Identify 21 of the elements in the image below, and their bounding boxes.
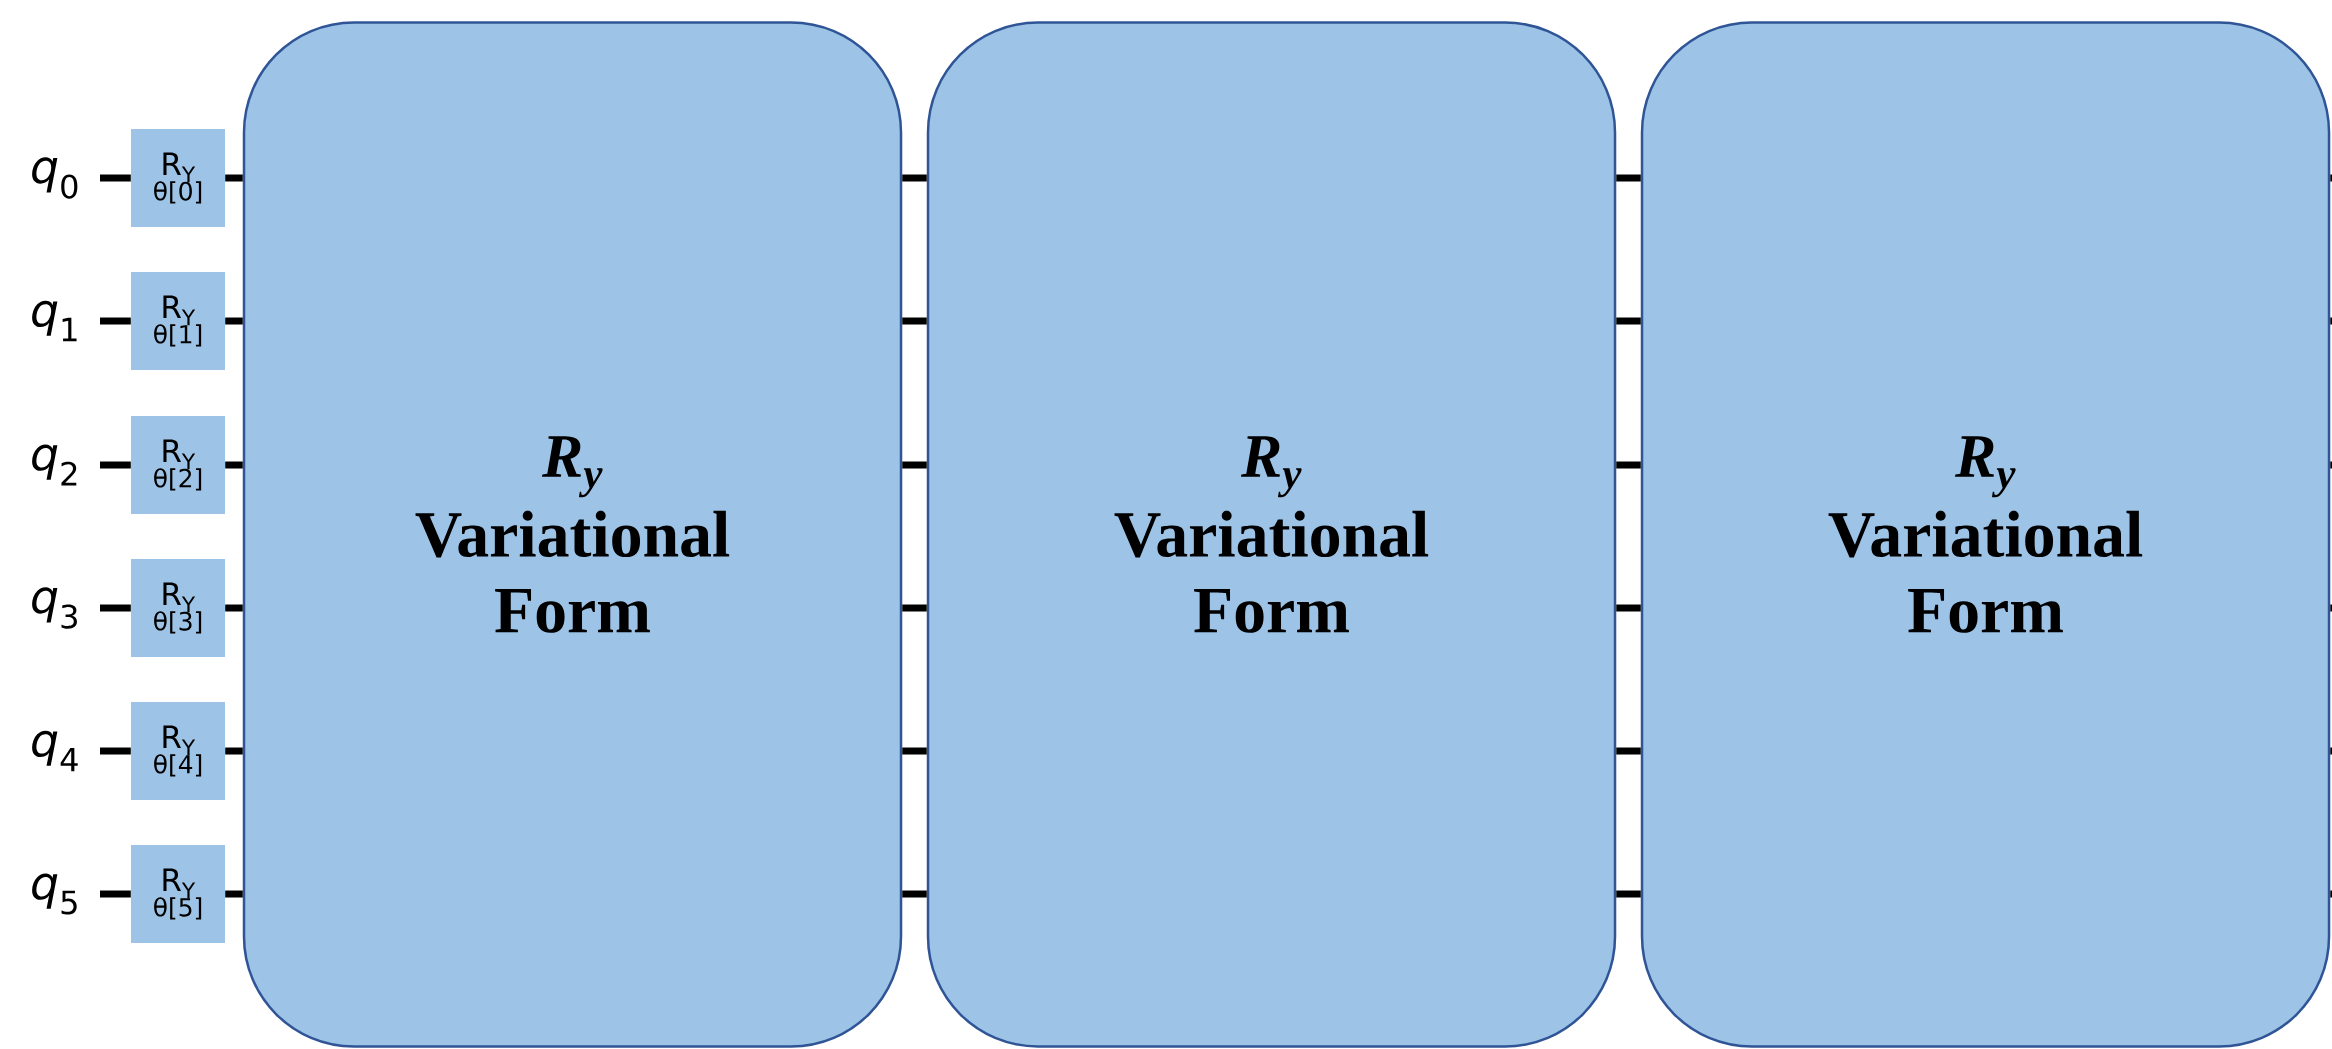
qubit-label: q$_{3}$ bbox=[32, 587, 77, 629]
gate-box: R$_{Y}$ θ[2] bbox=[131, 416, 225, 514]
qubit-label: q$_{0}$ bbox=[32, 157, 78, 199]
qubit-label: q$_{5}$ bbox=[32, 873, 77, 915]
qubit-label: q$_{1}$ bbox=[32, 300, 77, 342]
qubit-wire bbox=[2330, 604, 2332, 612]
qubit-wire bbox=[2330, 317, 2332, 325]
qubit-wire bbox=[2330, 174, 2332, 182]
qubit-wire bbox=[2330, 747, 2332, 755]
gate-box: R$_{Y}$ θ[1] bbox=[131, 272, 225, 370]
qubit-label: q$_{2}$ bbox=[32, 444, 77, 486]
gate-box: R$_{Y}$ θ[3] bbox=[131, 559, 225, 657]
variational-form-block: R$_{y}$ Variational Form bbox=[242, 21, 903, 1048]
variational-form-block: R$_{y}$ Variational Form bbox=[926, 21, 1617, 1048]
qubit-wire bbox=[2330, 890, 2332, 898]
gate-box: R$_{Y}$ θ[0] bbox=[131, 129, 225, 227]
gate-box: R$_{Y}$ θ[5] bbox=[131, 845, 225, 943]
gate-box: R$_{Y}$ θ[4] bbox=[131, 702, 225, 800]
qubit-wire bbox=[2330, 461, 2332, 469]
variational-form-block: R$_{y}$ Variational Form bbox=[1640, 21, 2331, 1048]
qubit-label: q$_{4}$ bbox=[32, 730, 78, 772]
